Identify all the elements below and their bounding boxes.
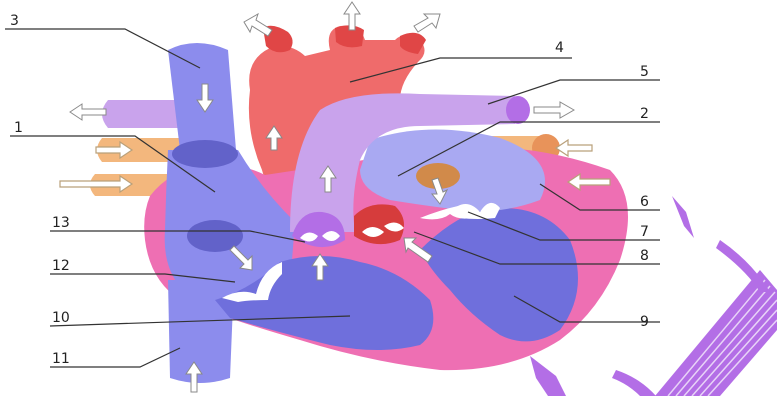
label-12: 12	[52, 258, 70, 274]
label-13: 13	[52, 215, 70, 231]
label-7: 7	[640, 224, 649, 240]
arrow-in-pulmonary-vein-3	[556, 140, 592, 156]
decoration-stroke-3	[530, 356, 566, 396]
label-4: 4	[555, 40, 564, 56]
label-10: 10	[52, 310, 70, 326]
arrow-right-pulmonary	[534, 102, 574, 118]
label-8: 8	[640, 248, 649, 264]
label-1: 1	[14, 120, 23, 136]
arrow-left-pulmonary	[70, 104, 106, 120]
label-2: 2	[640, 106, 649, 122]
label-5: 5	[640, 64, 649, 80]
decoration-stroke-4	[612, 370, 656, 396]
label-6: 6	[640, 194, 649, 210]
decoration-stroke-1	[672, 196, 694, 238]
label-11: 11	[52, 351, 70, 367]
arrow-up-aorta-left	[244, 14, 272, 36]
inferior-vena-cava	[168, 280, 234, 383]
arrow-up-aorta-right	[414, 14, 440, 32]
label-9: 9	[640, 314, 649, 330]
label-3: 3	[10, 13, 19, 29]
decoration-stroke-2	[716, 240, 770, 292]
